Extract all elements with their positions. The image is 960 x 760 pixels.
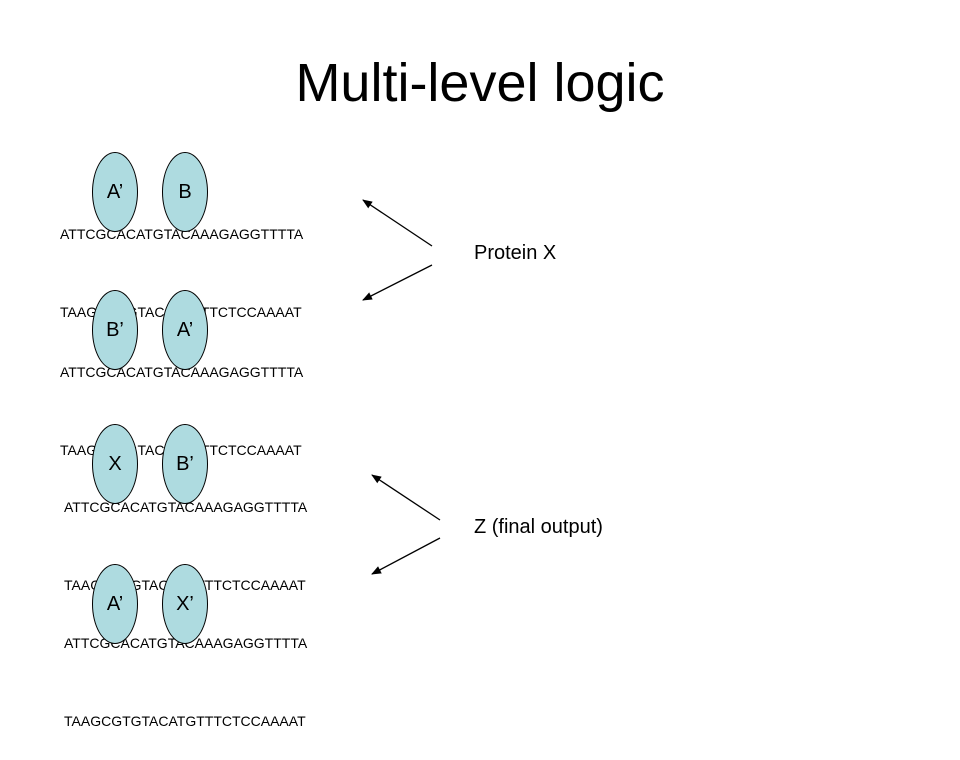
final-output-label: Z (final output) — [474, 516, 603, 538]
binding-site-bead: A’ — [162, 290, 208, 370]
binding-site-bead: A’ — [92, 564, 138, 644]
arrows-layer — [362, 199, 441, 575]
protein-x-label: Protein X — [474, 242, 557, 264]
binding-site-bead: X’ — [162, 564, 208, 644]
binding-site-bead: B — [162, 152, 208, 232]
arrow-protein-x-to-construct-1 — [362, 199, 433, 247]
arrow-protein-x-to-construct-2 — [362, 264, 433, 301]
arrow-z-to-construct-3 — [371, 474, 441, 521]
arrow-z-to-construct-4 — [371, 537, 441, 575]
dna-top-strand: ATTCGCACATGTACAAAGAGGTTTTA — [64, 499, 308, 515]
binding-site-bead: B’ — [92, 290, 138, 370]
page-title: Multi-level logic — [295, 53, 665, 113]
binding-site-bead: B’ — [162, 424, 208, 504]
binding-site-bead: A’ — [92, 152, 138, 232]
binding-site-bead: X — [92, 424, 138, 504]
